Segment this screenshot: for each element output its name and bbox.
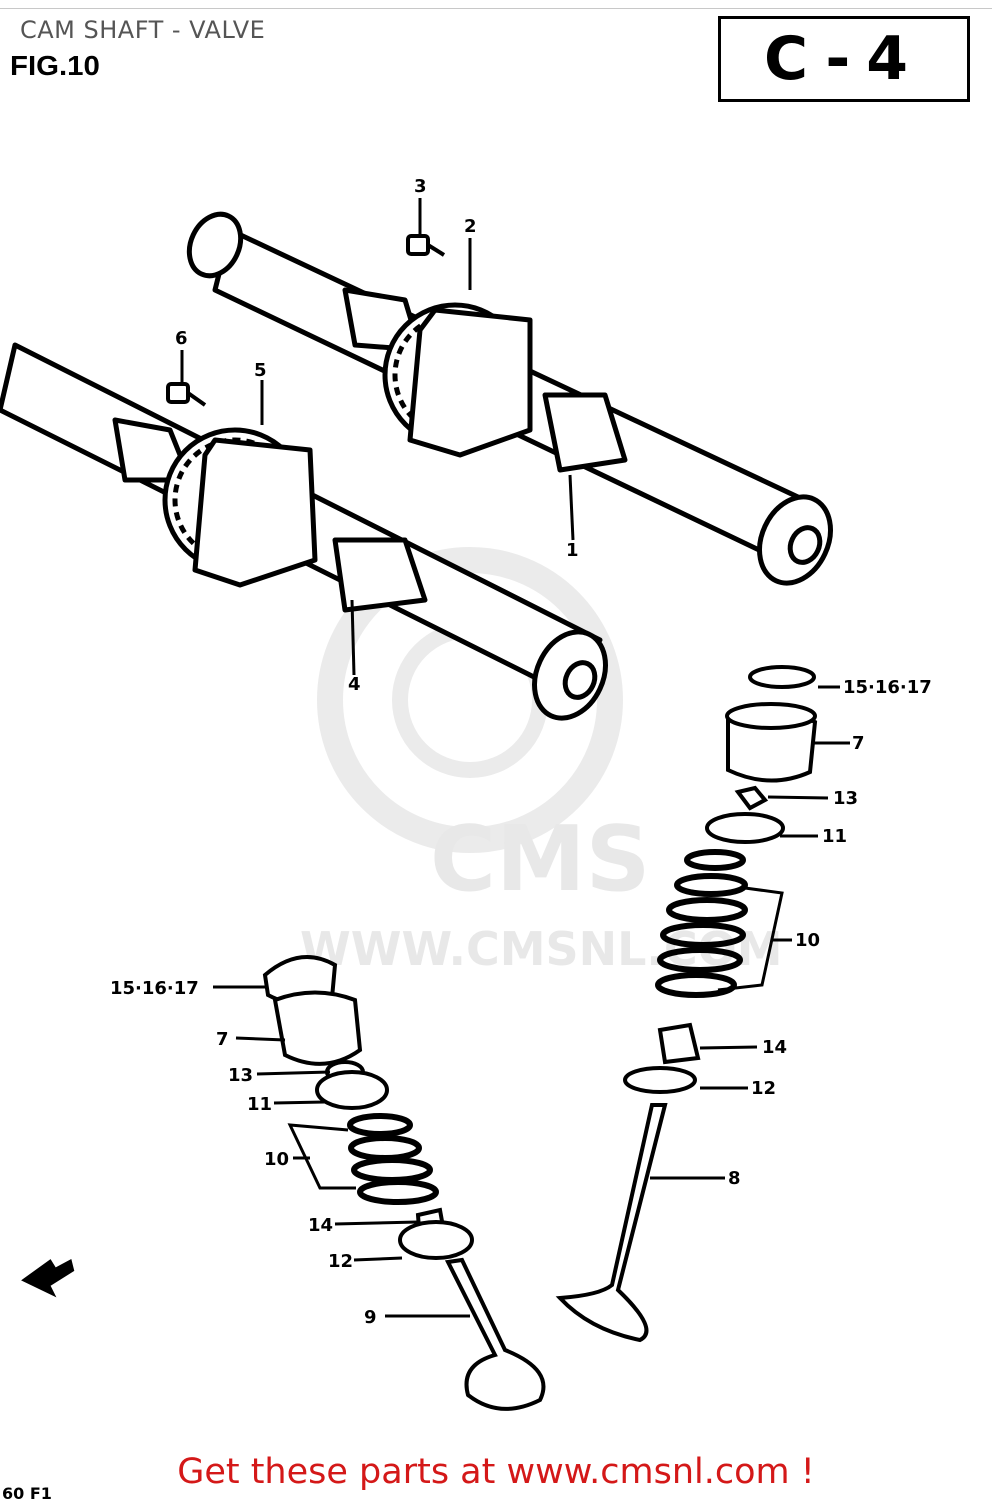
spring-seat-right <box>623 1066 697 1094</box>
retainer-left <box>315 1070 389 1110</box>
spring-seat-left <box>398 1220 474 1260</box>
callout-13-left: 13 <box>228 1065 253 1086</box>
callout-7-right: 7 <box>852 733 865 754</box>
callout-11-left: 11 <box>247 1094 272 1115</box>
section-code-box: C-4 <box>718 16 970 102</box>
callout-9: 9 <box>364 1307 377 1328</box>
callout-4: 4 <box>348 674 361 695</box>
corner-code: 60 F1 <box>2 1484 52 1503</box>
leader-lines <box>180 198 850 1318</box>
figure-label: FIG.10 <box>10 50 100 81</box>
retainer-right <box>705 812 785 844</box>
callout-13-right: 13 <box>833 788 858 809</box>
section-code: C-4 <box>763 24 925 94</box>
callout-11-right: 11 <box>822 826 847 847</box>
camshaft-lower <box>0 342 608 721</box>
parts-cta[interactable]: Get these parts at www.cmsnl.com ! <box>177 1452 815 1492</box>
callout-labels: 3 2 6 5 1 4 15·16·17 7 13 11 10 14 12 8 … <box>110 176 932 1328</box>
page-title: CAM SHAFT - VALVE <box>20 16 266 44</box>
callout-6: 6 <box>175 328 188 349</box>
callout-15-16-17-left: 15·16·17 <box>110 978 199 999</box>
callout-14-right: 14 <box>762 1037 787 1058</box>
intake-valve <box>444 1257 546 1411</box>
cotter-right <box>734 785 769 811</box>
callout-15-16-17-right: 15·16·17 <box>843 677 932 698</box>
valve-assembly-left <box>262 955 546 1411</box>
callout-8: 8 <box>728 1168 741 1189</box>
watermark-helmet-icon <box>317 547 623 853</box>
seal-right <box>657 1022 701 1065</box>
valve-assembly-right <box>555 665 818 1343</box>
callout-5: 5 <box>254 360 267 381</box>
camshaft-upper <box>186 211 833 586</box>
watermark-brand: CMS <box>430 807 650 912</box>
sprocket-bolt-lower <box>166 382 207 407</box>
exhaust-valve <box>555 1103 668 1343</box>
shim-right <box>748 665 816 689</box>
callout-14-left: 14 <box>308 1215 333 1236</box>
callout-12-left: 12 <box>328 1251 353 1272</box>
callout-2: 2 <box>464 216 477 237</box>
callout-12-right: 12 <box>751 1078 776 1099</box>
spring-left <box>347 1113 439 1205</box>
front-arrow-icon <box>21 1259 75 1298</box>
spring-right <box>655 849 748 998</box>
callout-10-left: 10 <box>264 1149 289 1170</box>
callout-7-left: 7 <box>216 1029 229 1050</box>
callout-1: 1 <box>566 540 579 561</box>
callout-10-right: 10 <box>795 930 820 951</box>
tappet-left <box>272 990 363 1066</box>
callout-3: 3 <box>414 176 427 197</box>
sprocket-bolt-upper <box>406 234 446 257</box>
header-rule <box>0 8 992 9</box>
